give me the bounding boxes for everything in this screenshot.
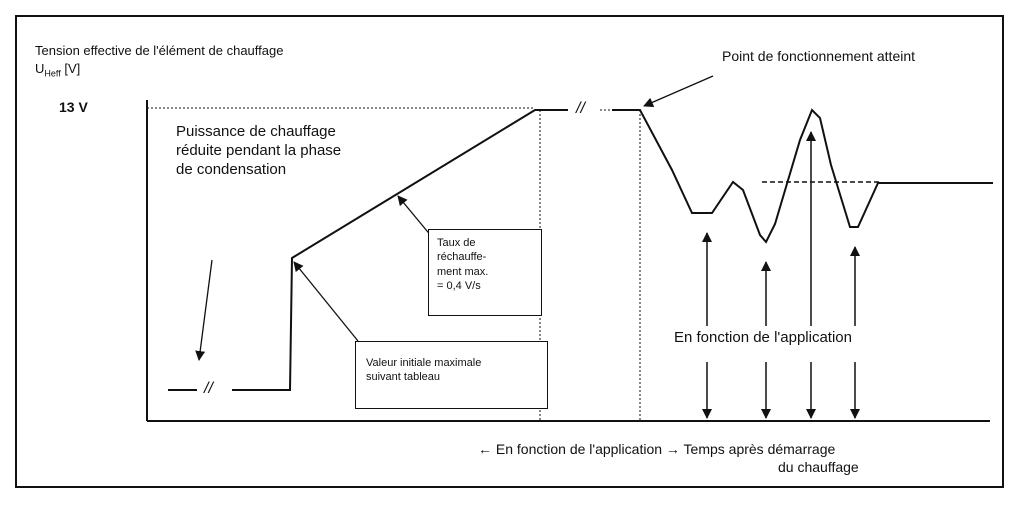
- x-axis-title-line2: du chauffage: [778, 459, 859, 475]
- y-axis-symbol-subscript: Heff: [44, 68, 61, 79]
- x-axis-title-line1: ← En fonction de l'application → Temps a…: [478, 441, 836, 457]
- y-axis-symbol: UHeff [V]: [35, 61, 80, 79]
- reduced-power-line2: réduite pendant la phase: [176, 142, 342, 159]
- arrow-reduced-power: [195, 259, 213, 361]
- reduced-power-line1: Puissance de chauffage: [176, 123, 336, 140]
- y-axis-symbol-letter: U: [35, 61, 45, 76]
- break-mark-right: //: [576, 100, 585, 117]
- heating-rate-line2: réchauffe-: [437, 251, 487, 264]
- arrow-operating-point: [643, 75, 714, 107]
- voltage-curve-regulation: [612, 108, 993, 244]
- initial-value-line1: Valeur initiale maximale: [366, 357, 482, 369]
- break-mark-left: //: [204, 380, 213, 397]
- reduced-power-line3: de condensation: [176, 161, 287, 178]
- operating-point-label: Point de fonctionnement atteint: [722, 48, 916, 64]
- application-dependent-label: En fonction de l'application: [674, 329, 852, 346]
- initial-value-box: Valeur initiale maximale suivant tableau: [355, 341, 548, 409]
- reduced-power-label: Puissance de chauffage réduite pendant l…: [176, 122, 341, 179]
- y-axis-title-line1: Tension effective de l'élément de chauff…: [35, 43, 284, 58]
- initial-value-line2: suivant tableau: [366, 371, 440, 384]
- voltage-curve-rise: [232, 109, 568, 391]
- heating-rate-line4: = 0,4 V/s: [437, 279, 481, 292]
- y-axis-unit: [V]: [64, 61, 81, 76]
- y-axis-title: Tension effective de l'élément de chauff…: [35, 43, 283, 59]
- figure-frame: [15, 15, 1004, 488]
- heating-rate-line3: ment max.: [437, 265, 489, 278]
- arrow-heating-rate: [397, 195, 433, 238]
- arrow-initial-value: [293, 261, 359, 342]
- heating-rate-line1: Taux de: [437, 237, 476, 249]
- heating-rate-box: Taux de réchauffe- ment max. = 0,4 V/s: [428, 229, 542, 316]
- y-tick-13v: 13 V: [59, 99, 88, 115]
